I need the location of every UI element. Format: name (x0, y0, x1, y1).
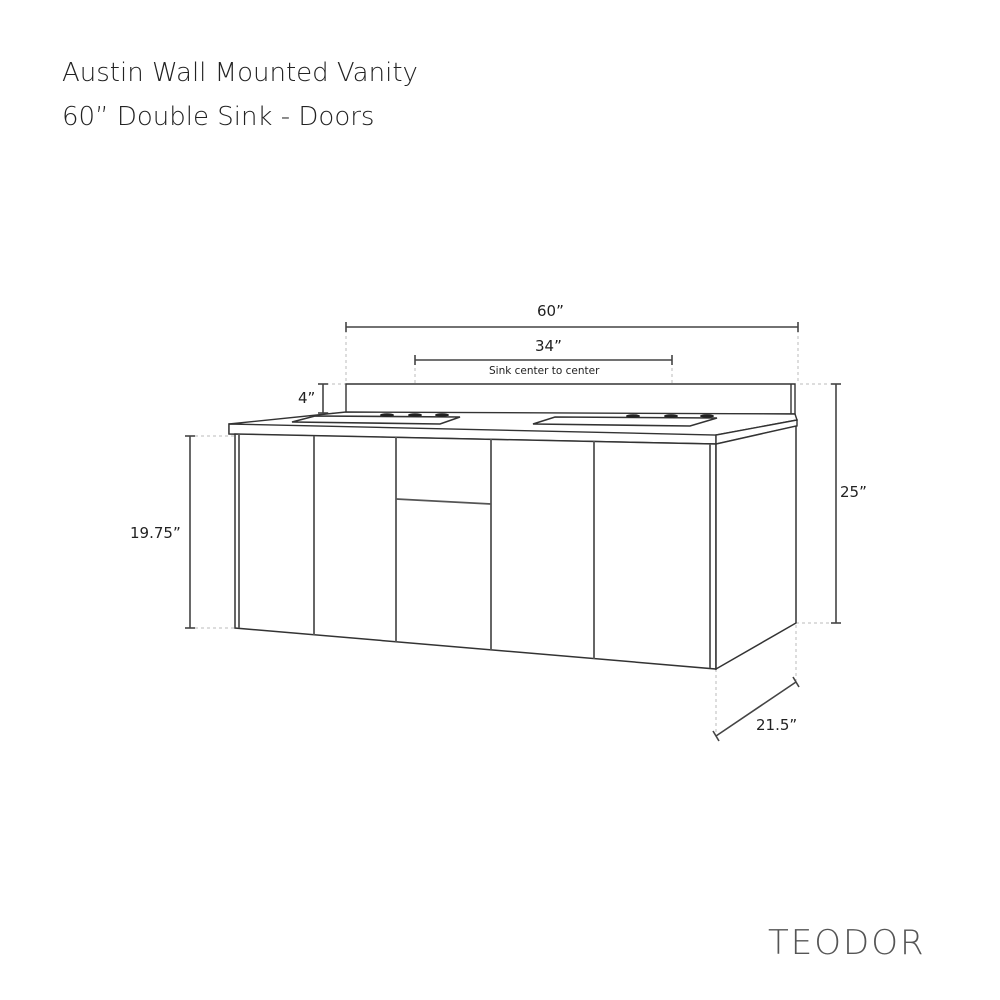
sink-spacing-label: 34” (535, 337, 562, 355)
faucet-holes (380, 413, 714, 418)
backsplash (345, 383, 796, 415)
cabinet-doors (238, 434, 711, 668)
dimension-lines (185, 322, 841, 742)
product-subtitle: 60” Double Sink - Doors (62, 102, 375, 132)
product-title: Austin Wall Mounted Vanity (62, 58, 418, 88)
countertop (228, 411, 798, 445)
cabinet-height-label: 19.75” (130, 524, 181, 542)
depth-label: 21.5” (756, 716, 798, 734)
overall-width-label: 60” (537, 302, 564, 320)
sink-spacing-note: Sink center to center (489, 365, 600, 377)
sinks (291, 415, 718, 427)
brand-logo: TEODOR (768, 923, 926, 963)
backsplash-height-label: 4” (298, 389, 316, 407)
cabinet-body (234, 425, 797, 671)
total-height-label: 25” (840, 483, 867, 501)
